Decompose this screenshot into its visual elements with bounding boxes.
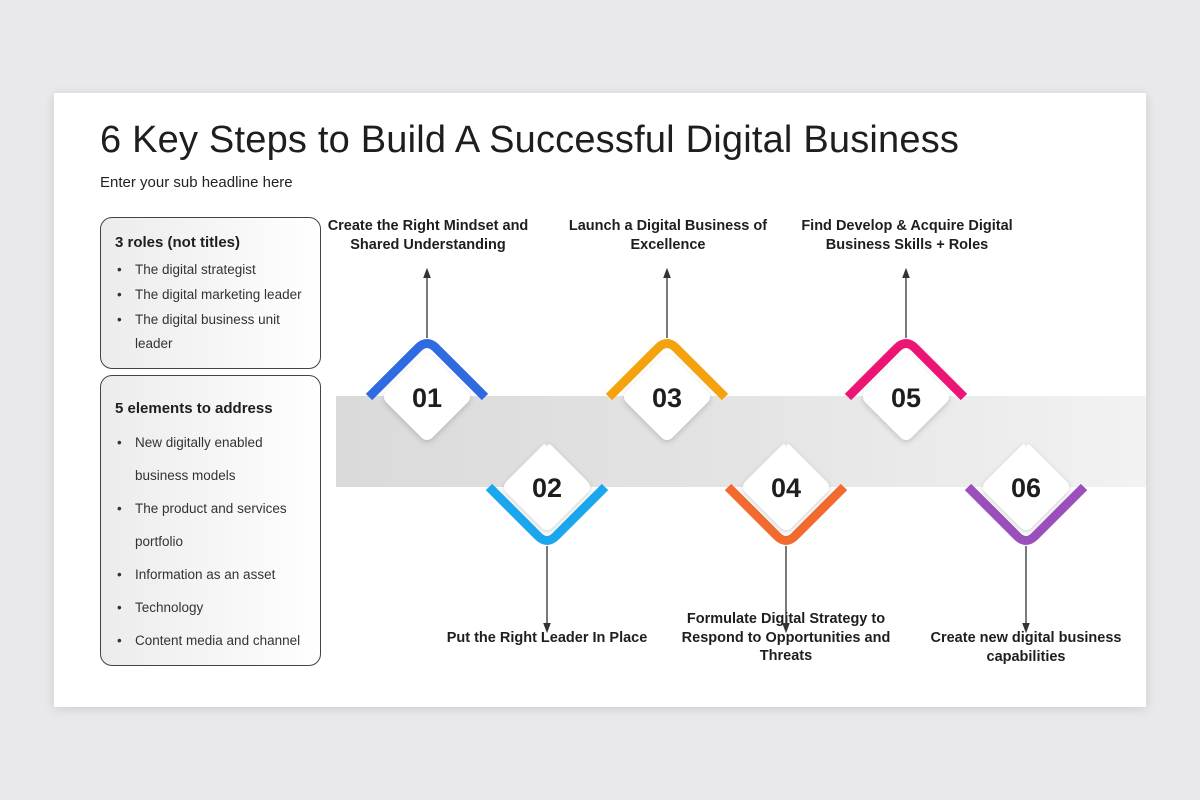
page-subtitle: Enter your sub headline here <box>100 174 293 191</box>
step-number: 03 <box>652 383 682 413</box>
step-03: 03 <box>605 267 729 440</box>
step-diamond <box>743 444 829 530</box>
step-chevron <box>485 483 609 545</box>
step-chevron <box>605 339 729 401</box>
step-label-03: Launch a Digital Business of Excellence <box>568 218 768 253</box>
step-chevron <box>844 339 968 401</box>
step-number: 02 <box>532 473 562 503</box>
step-02: 02 <box>485 444 609 634</box>
elements-item: The product and services portfolio <box>115 492 308 558</box>
elements-box: 5 elements to address New digitally enab… <box>100 375 321 666</box>
step-diamond <box>624 354 710 440</box>
step-01: 01 <box>365 267 489 440</box>
step-label-02: Put the Right Leader In Place <box>446 630 648 646</box>
step-chevron <box>724 483 848 545</box>
elements-item: Content media and channel <box>115 624 308 657</box>
roles-box: 3 roles (not titles) The digital strateg… <box>100 217 321 369</box>
elements-item: New digitally enabled business models <box>115 426 308 492</box>
step-chevron <box>365 339 489 401</box>
elements-item: Information as an asset <box>115 558 308 591</box>
step-number: 06 <box>1011 473 1041 503</box>
step-label-06: Create new digital business capabilities <box>930 630 1122 665</box>
step-chevron <box>964 483 1088 545</box>
roles-item: The digital business unit leader <box>115 308 308 356</box>
roles-list: The digital strategist The digital marke… <box>115 258 308 356</box>
step-number: 05 <box>891 383 921 413</box>
elements-item: Technology <box>115 591 308 624</box>
slide: 6 Key Steps to Build A Successful Digita… <box>54 93 1146 707</box>
step-number: 04 <box>771 473 801 503</box>
elements-heading: 5 elements to address <box>115 400 273 417</box>
roles-heading: 3 roles (not titles) <box>115 234 241 251</box>
step-diamond <box>504 444 590 530</box>
step-label-05: Find Develop & Acquire Digital Business … <box>801 218 1013 253</box>
steps-diagram: 01 02 03 04 05 06 <box>365 267 1088 634</box>
step-diamond <box>863 354 949 440</box>
page-title: 6 Key Steps to Build A Successful Digita… <box>100 119 960 161</box>
roles-item: The digital marketing leader <box>115 283 308 307</box>
step-number: 01 <box>412 383 442 413</box>
step-05: 05 <box>844 267 968 440</box>
step-diamond <box>384 354 470 440</box>
step-06: 06 <box>964 444 1088 634</box>
step-label-01: Create the Right Mindset and Shared Unde… <box>327 218 529 253</box>
roles-item: The digital strategist <box>115 258 308 282</box>
elements-list: New digitally enabled business models Th… <box>115 426 308 657</box>
step-04: 04 <box>724 444 848 634</box>
step-diamond <box>983 444 1069 530</box>
